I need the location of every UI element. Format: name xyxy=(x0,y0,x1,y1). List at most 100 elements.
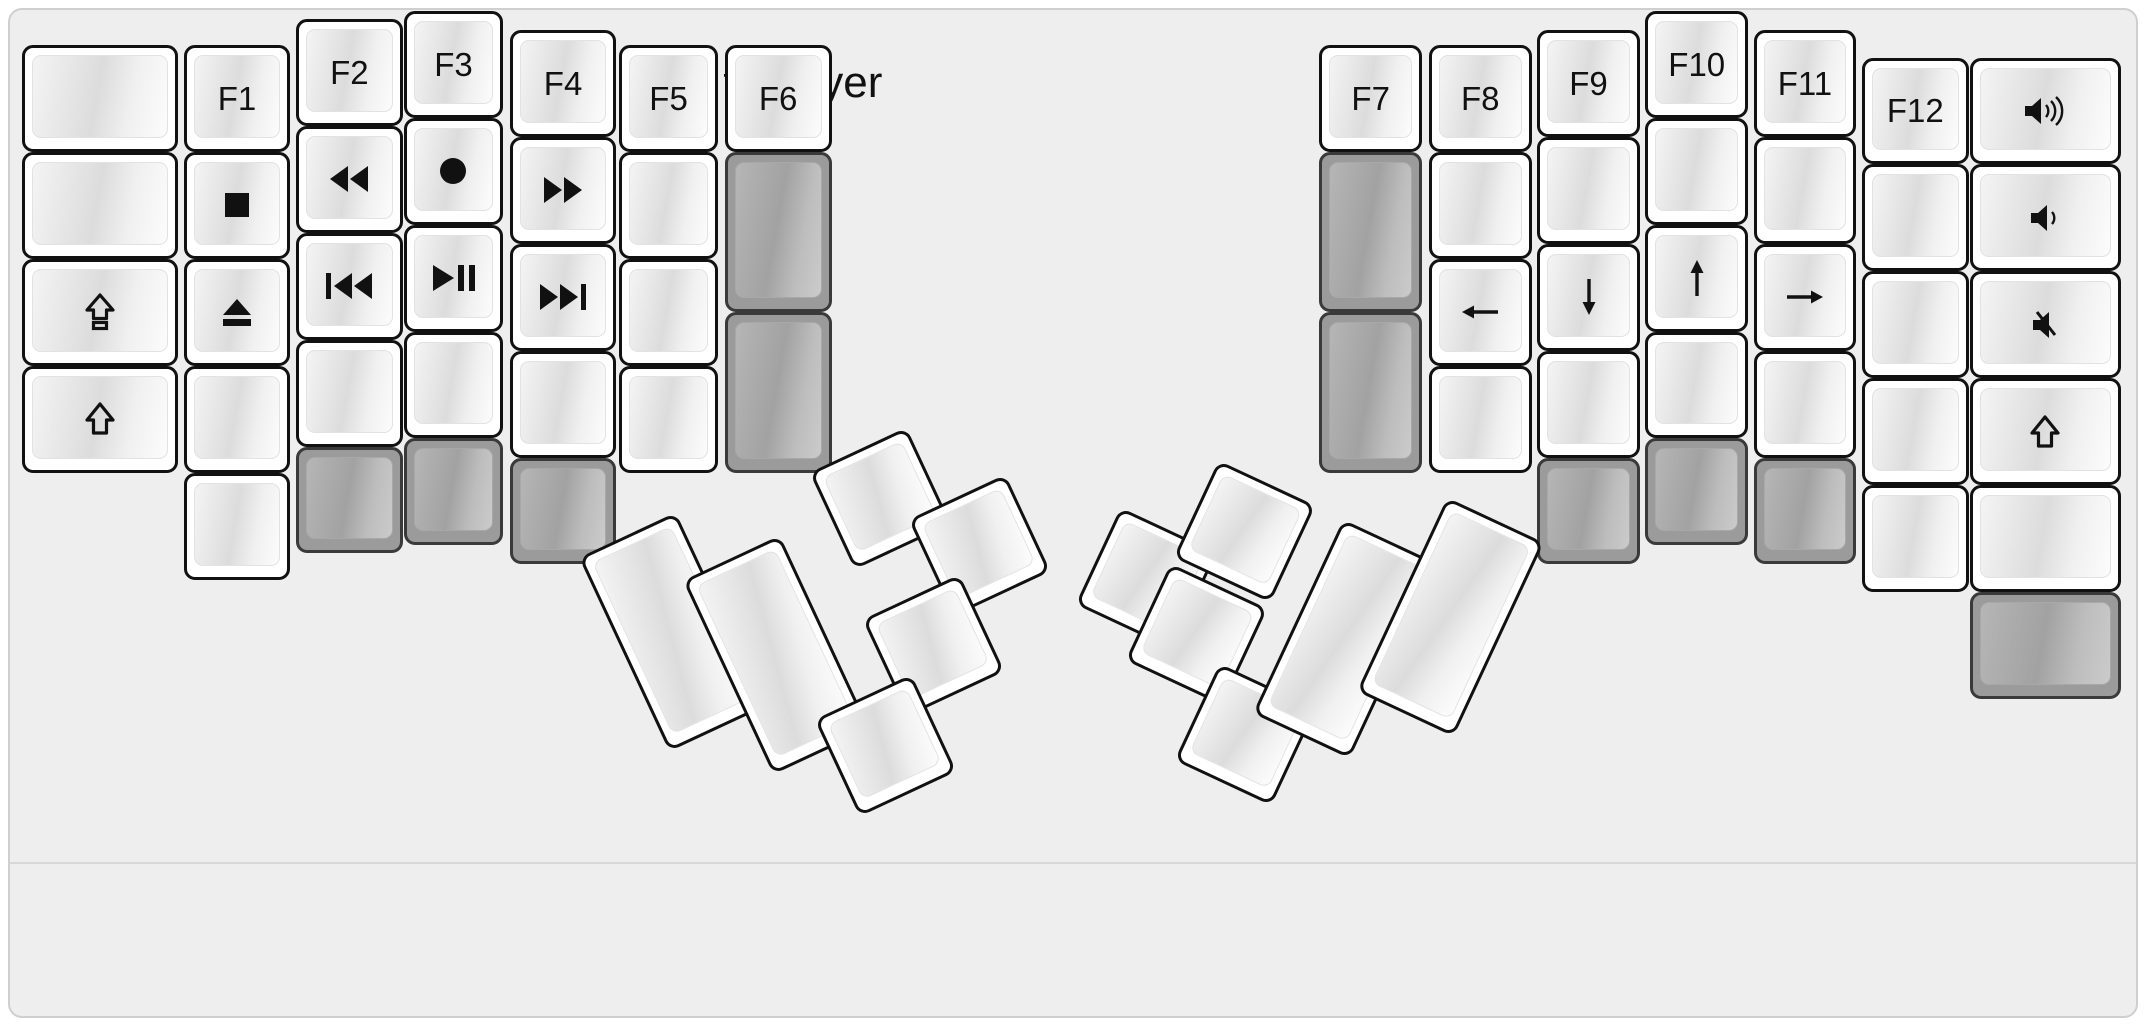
keycap-surface xyxy=(1438,375,1522,459)
keycap-surface xyxy=(193,162,281,245)
keycap-surface xyxy=(1329,162,1413,299)
key-volume-up[interactable] xyxy=(1970,57,2121,165)
keycap-surface xyxy=(414,341,493,425)
key-blank-r5c13[interactable] xyxy=(1970,484,2121,592)
keycap-surface xyxy=(629,55,708,139)
key-trans-r5c9[interactable] xyxy=(1537,457,1640,565)
keycap-surface xyxy=(1763,467,1847,551)
key-shift-right[interactable] xyxy=(1970,378,2121,485)
key-arrow-right[interactable] xyxy=(1753,243,1857,351)
key-f11[interactable]: F11 xyxy=(1753,30,1857,137)
keycap-surface xyxy=(1655,127,1739,211)
key-blank-r2c12[interactable] xyxy=(1861,164,1969,272)
keycap-surface xyxy=(1763,360,1847,444)
key-volume-down[interactable] xyxy=(1970,164,2121,272)
key-trans-r5c10[interactable] xyxy=(1645,438,1749,546)
keycap-surface xyxy=(305,456,393,540)
keycap-surface xyxy=(1655,341,1739,425)
key-trans-r5c11[interactable] xyxy=(1753,457,1857,565)
keycap-surface xyxy=(519,253,607,337)
key-f2[interactable]: F2 xyxy=(295,19,403,127)
key-trans-r3c6[interactable] xyxy=(724,312,832,473)
key-blank-r2c9[interactable] xyxy=(1537,137,1640,244)
keycap-surface xyxy=(414,234,493,318)
key-fast-forward[interactable] xyxy=(509,137,617,244)
keycap-surface xyxy=(414,20,493,104)
key-f12[interactable]: F12 xyxy=(1861,57,1969,165)
key-blank-r4c11[interactable] xyxy=(1753,350,1857,458)
key-blank-r5c12[interactable] xyxy=(1861,484,1969,592)
key-blank-r4c9[interactable] xyxy=(1537,350,1640,458)
key-blank-r1c0[interactable] xyxy=(21,45,179,153)
keycap-surface xyxy=(629,375,708,459)
key-prev-track[interactable] xyxy=(295,232,403,340)
keycap-surface xyxy=(1763,253,1847,337)
key-blank-r2c0[interactable] xyxy=(21,152,179,259)
key-arrow-left[interactable] xyxy=(1428,258,1532,366)
key-trans-r5c2[interactable] xyxy=(295,446,403,554)
key-shift-left[interactable] xyxy=(21,365,179,473)
key-f8[interactable]: F8 xyxy=(1428,45,1532,153)
keycap-surface xyxy=(1871,494,1959,578)
key-blank-r5c1[interactable] xyxy=(183,472,291,580)
key-blank-r4c10[interactable] xyxy=(1645,331,1749,439)
key-trans-r5c13b[interactable] xyxy=(1970,591,2121,699)
key-record[interactable] xyxy=(404,117,503,225)
keycap-surface xyxy=(1871,281,1959,365)
key-trans-r2c7[interactable] xyxy=(1319,152,1423,313)
keycap-surface xyxy=(1763,40,1847,123)
key-f7[interactable]: F7 xyxy=(1319,45,1423,153)
key-rewind[interactable] xyxy=(295,126,403,233)
key-trans-r2c6[interactable] xyxy=(724,152,832,313)
key-blank-r2c5[interactable] xyxy=(619,152,718,259)
key-blank-r4c12[interactable] xyxy=(1861,378,1969,485)
key-blank-r2c10[interactable] xyxy=(1645,117,1749,225)
key-f5[interactable]: F5 xyxy=(619,45,718,153)
keycap-surface xyxy=(1547,253,1630,337)
key-arrow-up[interactable] xyxy=(1645,224,1749,332)
keycap-surface xyxy=(414,127,493,211)
key-blank-r4c2[interactable] xyxy=(295,339,403,447)
key-blank-r4c8[interactable] xyxy=(1428,365,1532,473)
keycap-surface xyxy=(305,136,393,219)
key-blank-r4c4[interactable] xyxy=(509,350,617,458)
key-trans-r5c3[interactable] xyxy=(404,438,503,546)
key-f9[interactable]: F9 xyxy=(1537,30,1640,137)
key-trans-r3c7[interactable] xyxy=(1319,312,1423,473)
key-trans-r5c4[interactable] xyxy=(509,457,617,565)
keycap-surface xyxy=(734,55,822,139)
key-f10[interactable]: F10 xyxy=(1645,10,1749,118)
key-caps-lock[interactable] xyxy=(21,258,179,366)
key-blank-r3c5[interactable] xyxy=(619,258,718,366)
keycap-surface xyxy=(1871,174,1959,258)
key-stop[interactable] xyxy=(183,152,291,259)
keycap-surface xyxy=(1980,388,2111,471)
keycap-surface xyxy=(31,268,169,352)
key-blank-r3c12[interactable] xyxy=(1861,271,1969,379)
keycap-surface xyxy=(1980,494,2111,578)
key-eject[interactable] xyxy=(183,258,291,366)
keycap-surface xyxy=(1547,40,1630,123)
keycap-surface xyxy=(31,375,169,459)
key-blank-r4c1[interactable] xyxy=(183,365,291,473)
key-f6[interactable]: F6 xyxy=(724,45,832,153)
key-f3[interactable]: F3 xyxy=(404,10,503,118)
key-arrow-down[interactable] xyxy=(1537,243,1640,351)
key-blank-r4c5[interactable] xyxy=(619,365,718,473)
keycap-surface xyxy=(519,360,607,444)
key-blank-r4c3[interactable] xyxy=(404,331,503,439)
key-play-pause[interactable] xyxy=(404,224,503,332)
key-next-track[interactable] xyxy=(509,243,617,351)
keycap-surface xyxy=(193,55,281,139)
key-f4[interactable]: F4 xyxy=(509,30,617,137)
keycap-surface xyxy=(1763,147,1847,230)
key-blank-r2c8[interactable] xyxy=(1428,152,1532,259)
key-volume-mute[interactable] xyxy=(1970,271,2121,379)
key-blank-r2c11[interactable] xyxy=(1753,137,1857,244)
keycap-surface xyxy=(1547,360,1630,444)
keycap-surface xyxy=(1329,55,1413,139)
key-f1[interactable]: F1 xyxy=(183,45,291,153)
keycap-surface xyxy=(414,448,493,532)
keycap-surface xyxy=(1187,473,1302,586)
keycap-surface xyxy=(1655,20,1739,104)
